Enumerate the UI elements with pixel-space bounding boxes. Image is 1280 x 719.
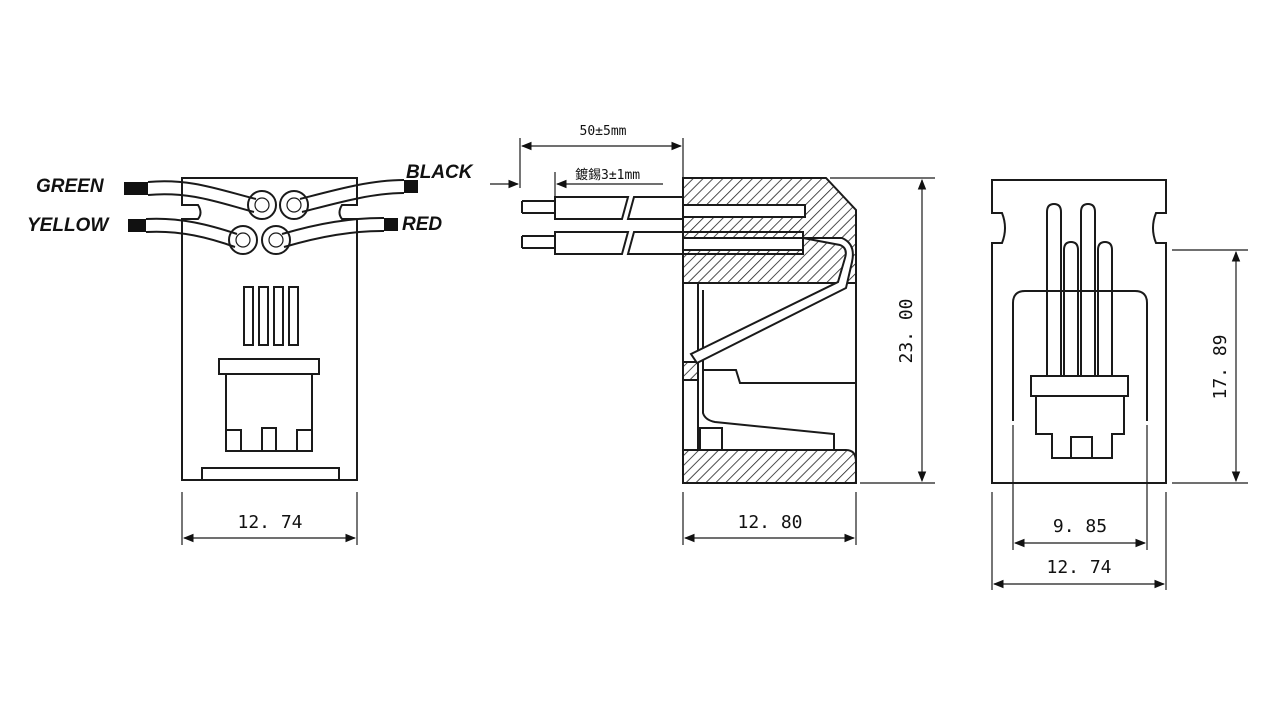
side-top-hatched: [682, 177, 857, 284]
side-height-dim-label: 23. 00: [896, 298, 917, 363]
black-wire-tip: [404, 180, 418, 193]
side-wire-length-dimension: 50±5mm: [490, 124, 684, 189]
side-internal-outline: [697, 283, 835, 450]
side-tinning-dimension: 鍍錫3±1mm: [554, 167, 663, 197]
rear-pins: [1046, 202, 1113, 378]
rear-height-dim-label: 17. 89: [1210, 334, 1231, 399]
red-wire-label: RED: [402, 214, 442, 235]
side-view: 50±5mm 鍍錫3±1mm 23. 00 12. 80: [490, 124, 935, 545]
front-width-dimension: 12. 74: [181, 492, 358, 545]
rear-width-dim-label: 12. 74: [1046, 557, 1111, 578]
side-width-dim-label: 12. 80: [737, 512, 802, 533]
front-body-outline: [181, 177, 358, 481]
rear-pin-span-dim-label: 9. 85: [1053, 516, 1107, 537]
side-bent-contact: [689, 237, 854, 365]
rear-view: 17. 89 9. 85 12. 74: [991, 179, 1248, 590]
front-wires: [124, 179, 418, 248]
side-height-dimension: 23. 00: [830, 177, 935, 484]
red-wire-tip: [384, 218, 398, 231]
green-wire-tip: [124, 182, 148, 195]
green-wire-label: GREEN: [36, 176, 105, 197]
rear-body-outline: [991, 179, 1167, 484]
side-width-dimension: 12. 80: [682, 492, 857, 545]
front-contact-slots: [243, 286, 299, 346]
front-jack-opening: [201, 358, 340, 481]
front-width-dim-label: 12. 74: [237, 512, 302, 533]
side-bottom-hatched: [682, 449, 857, 484]
tinning-dim-label: 鍍錫3±1mm: [575, 167, 640, 183]
yellow-wire-label: YELLOW: [27, 215, 110, 236]
wire-length-dim-label: 50±5mm: [580, 124, 627, 139]
rear-plug-block: [1030, 375, 1129, 459]
side-upper-wire: [521, 196, 684, 220]
yellow-wire-tip: [128, 219, 146, 232]
rear-width-dimension: 12. 74: [991, 492, 1167, 590]
rear-height-dimension: 17. 89: [1172, 249, 1248, 484]
rear-pin-span-dimension: 9. 85: [1012, 425, 1148, 550]
front-view: GREEN YELLOW BLACK RED 12. 74: [27, 162, 474, 545]
side-lower-wire: [521, 231, 804, 255]
side-left-hatched: [682, 361, 699, 381]
black-wire-label: BLACK: [406, 162, 474, 183]
